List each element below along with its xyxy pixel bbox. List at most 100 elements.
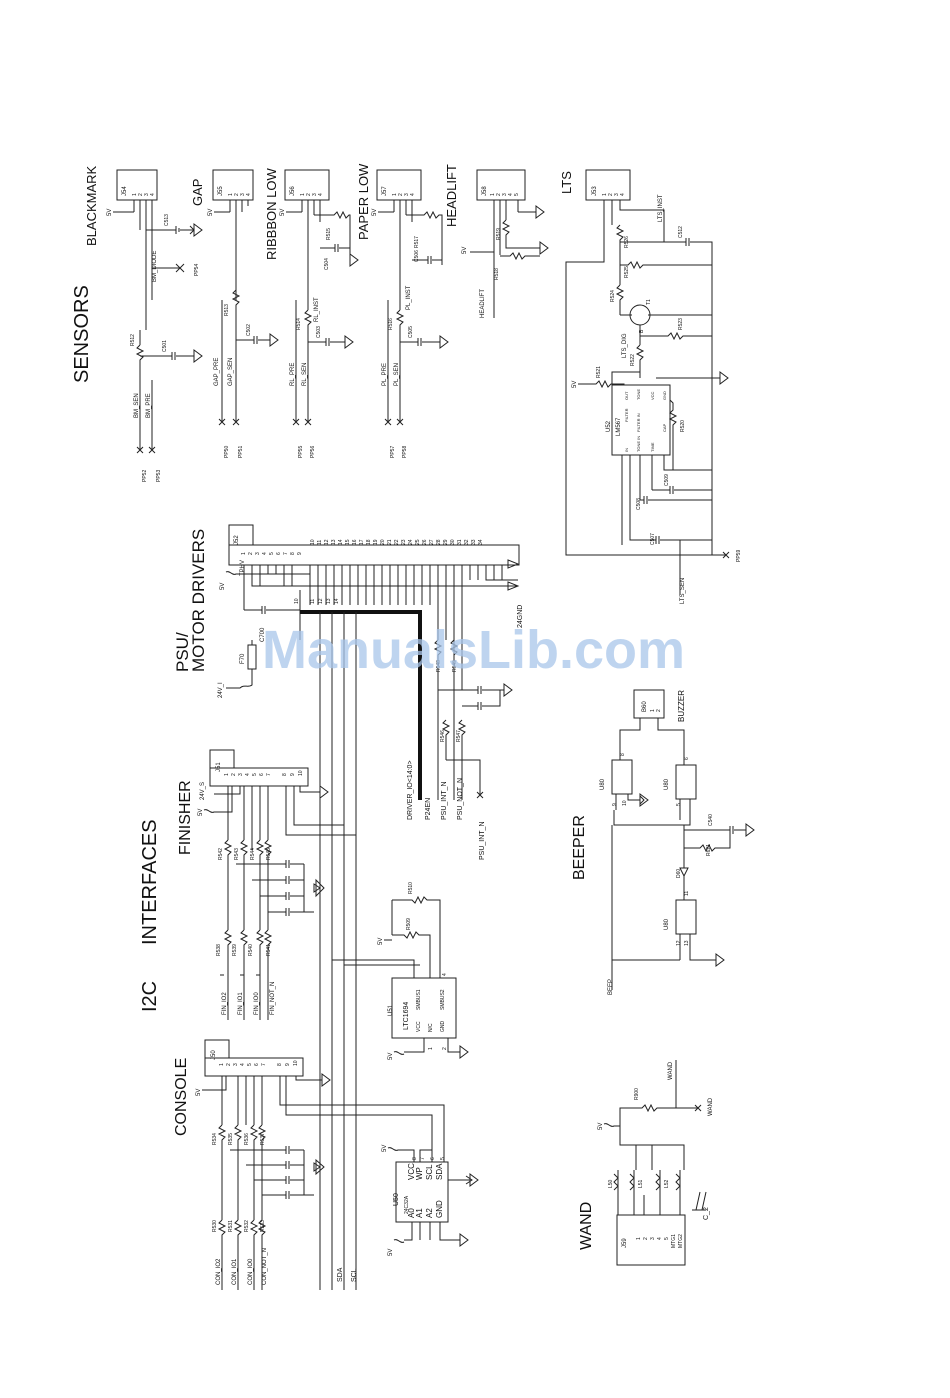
j55-pin-4: 4	[246, 193, 252, 196]
u50-num-8: 8	[412, 1157, 418, 1160]
j52-pin-29: 29	[443, 539, 449, 545]
j52-pin-17: 17	[359, 539, 365, 545]
lts-t1: T1	[646, 299, 652, 305]
wand-c2: C_2	[703, 1207, 710, 1220]
beeper-circuit: B60 1 2 BUZZER U80 8 9 10 U80 6 5 C540 R…	[600, 689, 746, 995]
fin-r539: R539	[232, 944, 238, 956]
psu-r548: R548	[436, 660, 442, 672]
j52-pin-1: 1	[241, 552, 247, 555]
j54-label: J54	[122, 186, 128, 196]
wand-5v: 5V	[598, 1123, 604, 1130]
u50-pin-a0: A0	[407, 1208, 416, 1218]
headlift-5v: 5V	[462, 247, 468, 254]
j54-pin-2: 2	[138, 193, 144, 196]
bm-pre-net: BM_PRE	[146, 393, 152, 418]
fin-r543: R543	[234, 848, 240, 860]
j52-pin-3: 3	[255, 552, 261, 555]
u52-pin-cap: CAP	[662, 423, 667, 432]
bm-5v: 5V	[107, 209, 113, 216]
wand-net-pp: WAND	[708, 1097, 714, 1116]
title-finisher: FINISHER	[177, 780, 194, 855]
paper-inst-net: PL_INST	[406, 285, 412, 310]
paper-pp57: PP57	[390, 446, 396, 458]
bm-pp52: PP52	[142, 470, 148, 482]
lts-r522: R522	[630, 354, 636, 366]
lts-inst-net: LTS_INST	[658, 194, 664, 222]
title-interfaces: INTERFACES	[139, 819, 161, 945]
j59-pin-4: 4	[657, 1237, 663, 1240]
title-wand: WAND	[578, 1202, 595, 1250]
console-circuit: J50 1 2 3 4 5 6 7 8 9 10 5V R534 R535 R5…	[196, 1039, 445, 1290]
buzzer-label: B60	[642, 701, 648, 712]
sensor-title-paper: PAPER LOW	[356, 163, 371, 240]
connector-j57	[376, 169, 422, 201]
psu-24gnd: 24GND	[517, 605, 524, 628]
j58-pin-1: 1	[490, 193, 496, 196]
paper-c506: C506	[414, 250, 420, 262]
bus-14: 14	[334, 598, 340, 604]
paper-5v: 5V	[372, 209, 378, 216]
i2c-buffer-circuit: R510 R509 5V U51 LTC1694 VCC SMBUS1 N/C …	[332, 882, 460, 1060]
psu-r549: R549	[452, 660, 458, 672]
beeper-c540: C540	[708, 814, 714, 826]
u80-a-pin10: 10	[622, 800, 628, 806]
ribbon-c503: C503	[316, 326, 322, 338]
fin-r541: R541	[266, 944, 272, 956]
j50-pin-5: 5	[247, 1063, 253, 1066]
j52-pin-5: 5	[269, 552, 275, 555]
ribbon-5v: 5V	[280, 209, 286, 216]
ribbon-circuit: J56 1 2 3 4 5V R515 C504 RL_INST R514 C5…	[280, 169, 351, 458]
u50-num-5: 5	[440, 1157, 446, 1160]
gate-u80-b	[675, 764, 697, 800]
lts-r521: R521	[596, 366, 602, 378]
j57-pin-1: 1	[392, 193, 398, 196]
psu-circuit: J52 1 2 3 4 5 6 7 8 9 10 11 12 13 14 15 …	[218, 524, 524, 860]
u51-pin-nc: N/C	[428, 1023, 434, 1032]
u80-a-pin9: 9	[612, 803, 618, 806]
wand-circuit: WAND WAND R900 5V L50 L51 L52 C_2 J59 1 …	[598, 1060, 714, 1266]
gap-pp51: PP51	[238, 446, 244, 458]
bus-11: 11	[310, 599, 316, 604]
eeprom-5v-top: 5V	[382, 1145, 388, 1152]
j51-pin-6: 6	[259, 773, 265, 776]
connector-j58	[476, 169, 526, 201]
wand-r900: R900	[634, 1088, 640, 1100]
j52-pin-9: 9	[297, 552, 303, 555]
i2c-5v: 5V	[378, 938, 384, 945]
u80-a: U80	[600, 778, 606, 790]
con-r537: R537	[260, 1133, 266, 1145]
j52-pin-31: 31	[457, 539, 463, 545]
u52-pin-filter: FILTER	[624, 408, 629, 422]
j52-pin-16: 16	[352, 539, 358, 545]
ribbon-inst-net: RL_INST	[314, 297, 320, 322]
j59-pin-1: 1	[636, 1237, 642, 1240]
j56-pin-4: 4	[318, 193, 324, 196]
finisher-resistors-top	[223, 839, 273, 930]
u80-c-pin13: 13	[684, 940, 690, 946]
gap-pre-net: GAP_PRE	[214, 358, 220, 386]
title-psu-1: PSU/	[173, 632, 192, 672]
u50-pin-scl: SCL	[425, 1164, 434, 1180]
headlift-r519: R519	[496, 228, 502, 240]
j52-label: J52	[234, 535, 240, 545]
j59-pin-3: 3	[650, 1237, 656, 1240]
j50-pin-9: 9	[285, 1063, 291, 1066]
j58-pin-2: 2	[496, 193, 502, 196]
bus-10: 10	[294, 598, 300, 604]
gap-sen-net: GAP_SEN	[228, 358, 234, 386]
j50-pin-3: 3	[233, 1063, 239, 1066]
j58-pin-5: 5	[514, 193, 520, 196]
watermark: ManualsLib.com	[262, 620, 685, 680]
con-not-n: CON_NOT_N	[262, 1248, 268, 1285]
ic-u51	[391, 977, 457, 1039]
u51-pin-smbus1: SMBUS1	[416, 989, 422, 1010]
ic-u52	[611, 384, 671, 456]
lts-c509: C509	[664, 474, 670, 486]
con-r535: R535	[228, 1133, 234, 1145]
u52-pin-time: TIME	[650, 442, 655, 452]
con-r530: R530	[212, 1220, 218, 1232]
paper-c505: C505	[408, 326, 414, 338]
j52-pin-28: 28	[436, 539, 442, 545]
psu-r546: R546	[440, 730, 446, 742]
j58-pin-4: 4	[508, 193, 514, 196]
